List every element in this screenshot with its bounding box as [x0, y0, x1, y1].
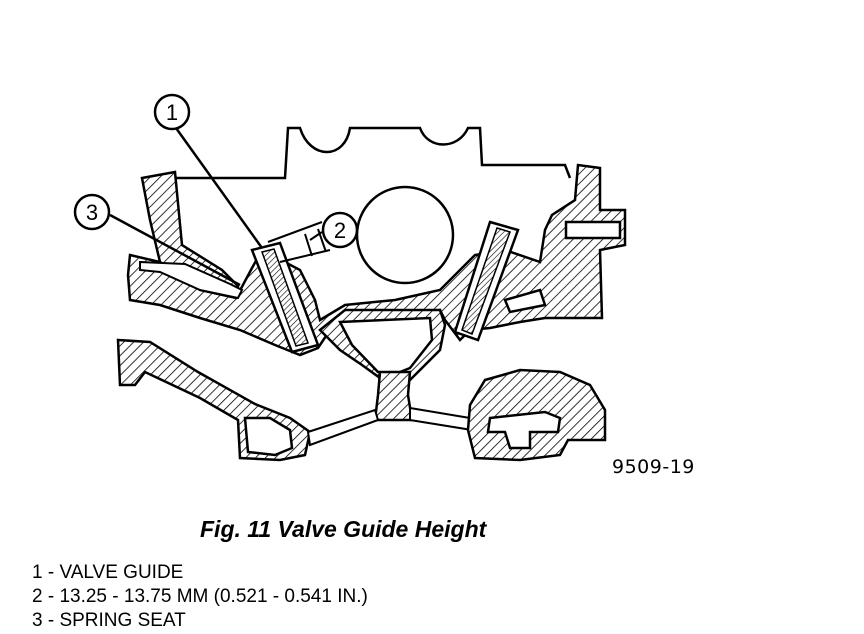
right-oil-passage — [503, 288, 547, 314]
figure-caption: Fig. 11 Valve Guide Height — [200, 516, 487, 542]
callout-3: 3 — [73, 193, 111, 231]
figure-legend: 1 - VALVE GUIDE 2 - 13.25 - 13.75 MM (0.… — [32, 561, 368, 633]
callout-3-number: 3 — [86, 200, 98, 225]
guide-height-dimension — [267, 221, 331, 263]
legend-item-valve-guide: 1 - VALVE GUIDE — [32, 562, 184, 583]
valve-guide-right-bore — [461, 227, 511, 335]
legend-item-spring-seat: 3 - SPRING SEAT — [32, 610, 186, 631]
left-strut — [306, 408, 380, 447]
spring-seat-slot — [139, 260, 244, 300]
callout-2-number: 2 — [334, 218, 346, 243]
central-stem — [373, 370, 414, 422]
right-strut — [409, 406, 474, 432]
cylinder-head-cross-section-diagram: 1 2 3 — [73, 93, 627, 462]
callout-1: 1 — [153, 93, 191, 131]
callout-2-leader — [309, 231, 323, 241]
callout-2: 2 — [321, 211, 359, 249]
head-upper-outline — [172, 126, 572, 180]
valve-head-circle — [355, 185, 455, 285]
head-main-body — [126, 163, 627, 357]
figure-reference-code: 9509-19 — [612, 456, 695, 478]
callout-1-leader — [174, 127, 264, 249]
right-upper-port — [564, 220, 622, 240]
callout-1-number: 1 — [166, 100, 178, 125]
lower-right-port — [486, 410, 562, 450]
legend-item-guide-height: 2 - 13.25 - 13.75 MM (0.521 - 0.541 IN.) — [32, 586, 368, 607]
lower-left-port — [243, 416, 294, 457]
callout-3-leader — [109, 213, 241, 287]
valve-guide-left-bore — [261, 248, 309, 347]
